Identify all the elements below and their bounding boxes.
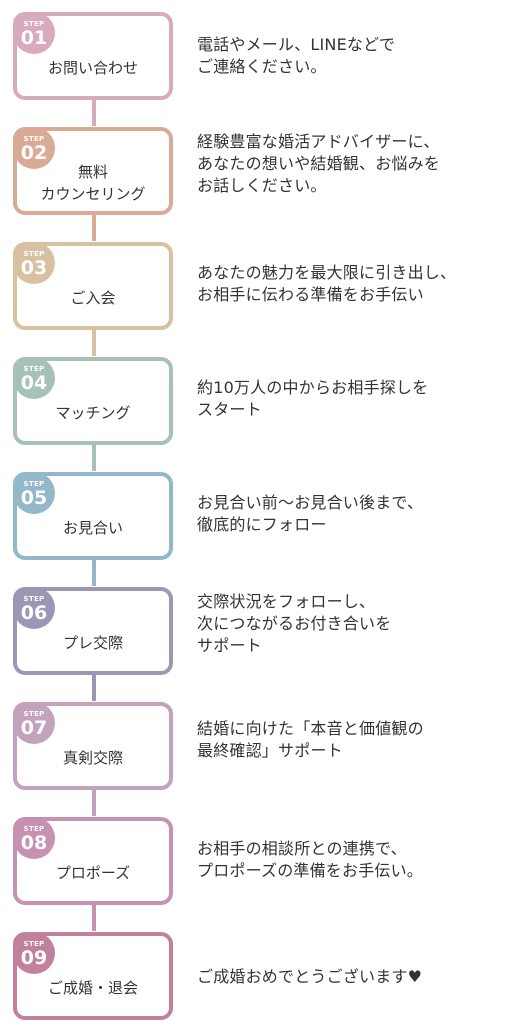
step-badge-number: 05 bbox=[20, 487, 48, 509]
step-box-06: STEP 06 プレ交際 bbox=[13, 587, 173, 675]
step-description-02: 経験豊富な婚活アドバイザーに、 あなたの想いや結婚観、お悩みを お話しください。 bbox=[197, 132, 441, 195]
step-description-07: 結婚に向けた「本音と価値観の 最終確認」サポート bbox=[197, 719, 424, 760]
step-badge-number: 02 bbox=[20, 142, 48, 164]
connector-02-03 bbox=[92, 215, 96, 241]
step-badge-06: STEP 06 bbox=[13, 587, 55, 629]
step-description-01: 電話やメール、LINEなどで ご連絡ください。 bbox=[197, 35, 396, 76]
step-badge-01: STEP 01 bbox=[13, 12, 55, 54]
step-box-01: STEP 01 お問い合わせ bbox=[13, 12, 173, 100]
connector-07-08 bbox=[92, 790, 96, 816]
step-badge-label: STEP bbox=[23, 135, 45, 143]
step-badge-02: STEP 02 bbox=[13, 127, 55, 169]
step-badge-05: STEP 05 bbox=[13, 472, 55, 514]
step-badge-07: STEP 07 bbox=[13, 702, 55, 744]
step-description-06: 交際状況をフォローし、 次につながるお付き合いを サポート bbox=[197, 592, 392, 655]
step-badge-number: 09 bbox=[20, 947, 48, 969]
step-badge-number: 04 bbox=[20, 372, 48, 394]
step-box-08: STEP 08 プロポーズ bbox=[13, 817, 173, 905]
step-title: ご成婚・退会 bbox=[47, 979, 138, 997]
step-badge-label: STEP bbox=[23, 595, 45, 603]
step-box-05: STEP 05 お見合い bbox=[13, 472, 173, 560]
step-badge-label: STEP bbox=[23, 250, 45, 258]
step-badge-label: STEP bbox=[23, 20, 45, 28]
step-description-03: あなたの魅力を最大限に引き出し、 お相手に伝わる準備をお手伝い bbox=[197, 263, 457, 304]
step-badge-09: STEP 09 bbox=[13, 932, 55, 974]
connector-01-02 bbox=[92, 100, 96, 126]
step-badge-08: STEP 08 bbox=[13, 817, 55, 859]
step-badge-number: 06 bbox=[20, 602, 48, 624]
step-badge-number: 01 bbox=[20, 27, 48, 49]
step-title: プレ交際 bbox=[62, 634, 123, 652]
connector-06-07 bbox=[92, 675, 96, 701]
connector-04-05 bbox=[92, 445, 96, 471]
step-box-02: STEP 02 無料 カウンセリング bbox=[13, 127, 173, 215]
step-description-09: ご成婚おめでとうございます♥ bbox=[197, 967, 423, 986]
step-badge-label: STEP bbox=[23, 825, 45, 833]
step-box-07: STEP 07 真剣交際 bbox=[13, 702, 173, 790]
step-badge-number: 07 bbox=[20, 717, 48, 739]
step-badge-label: STEP bbox=[23, 710, 45, 718]
step-description-08: お相手の相談所との連携で、 プロポーズの準備をお手伝い。 bbox=[197, 839, 424, 880]
step-title: ご入会 bbox=[70, 289, 116, 307]
step-box-03: STEP 03 ご入会 bbox=[13, 242, 173, 330]
step-description-04: 約10万人の中からお相手探しを スタート bbox=[197, 378, 429, 419]
connector-03-04 bbox=[92, 330, 96, 356]
step-badge-03: STEP 03 bbox=[13, 242, 55, 284]
step-title: お問い合わせ bbox=[47, 59, 138, 77]
connector-05-06 bbox=[92, 560, 96, 586]
step-badge-label: STEP bbox=[23, 480, 45, 488]
step-title: 真剣交際 bbox=[62, 749, 123, 767]
step-title: マッチング bbox=[55, 404, 131, 422]
step-badge-number: 03 bbox=[20, 257, 48, 279]
step-box-09: STEP 09 ご成婚・退会 bbox=[13, 932, 173, 1020]
step-box-04: STEP 04 マッチング bbox=[13, 357, 173, 445]
connector-08-09 bbox=[92, 905, 96, 931]
step-description-05: お見合い前〜お見合い後まで、 徹底的にフォロー bbox=[197, 493, 424, 534]
step-title: お見合い bbox=[62, 519, 123, 537]
step-badge-04: STEP 04 bbox=[13, 357, 55, 399]
step-badge-number: 08 bbox=[20, 832, 48, 854]
step-title: プロポーズ bbox=[55, 864, 131, 882]
step-badge-label: STEP bbox=[23, 940, 45, 948]
step-badge-label: STEP bbox=[23, 365, 45, 373]
step-title: 無料 カウンセリング bbox=[40, 163, 146, 203]
